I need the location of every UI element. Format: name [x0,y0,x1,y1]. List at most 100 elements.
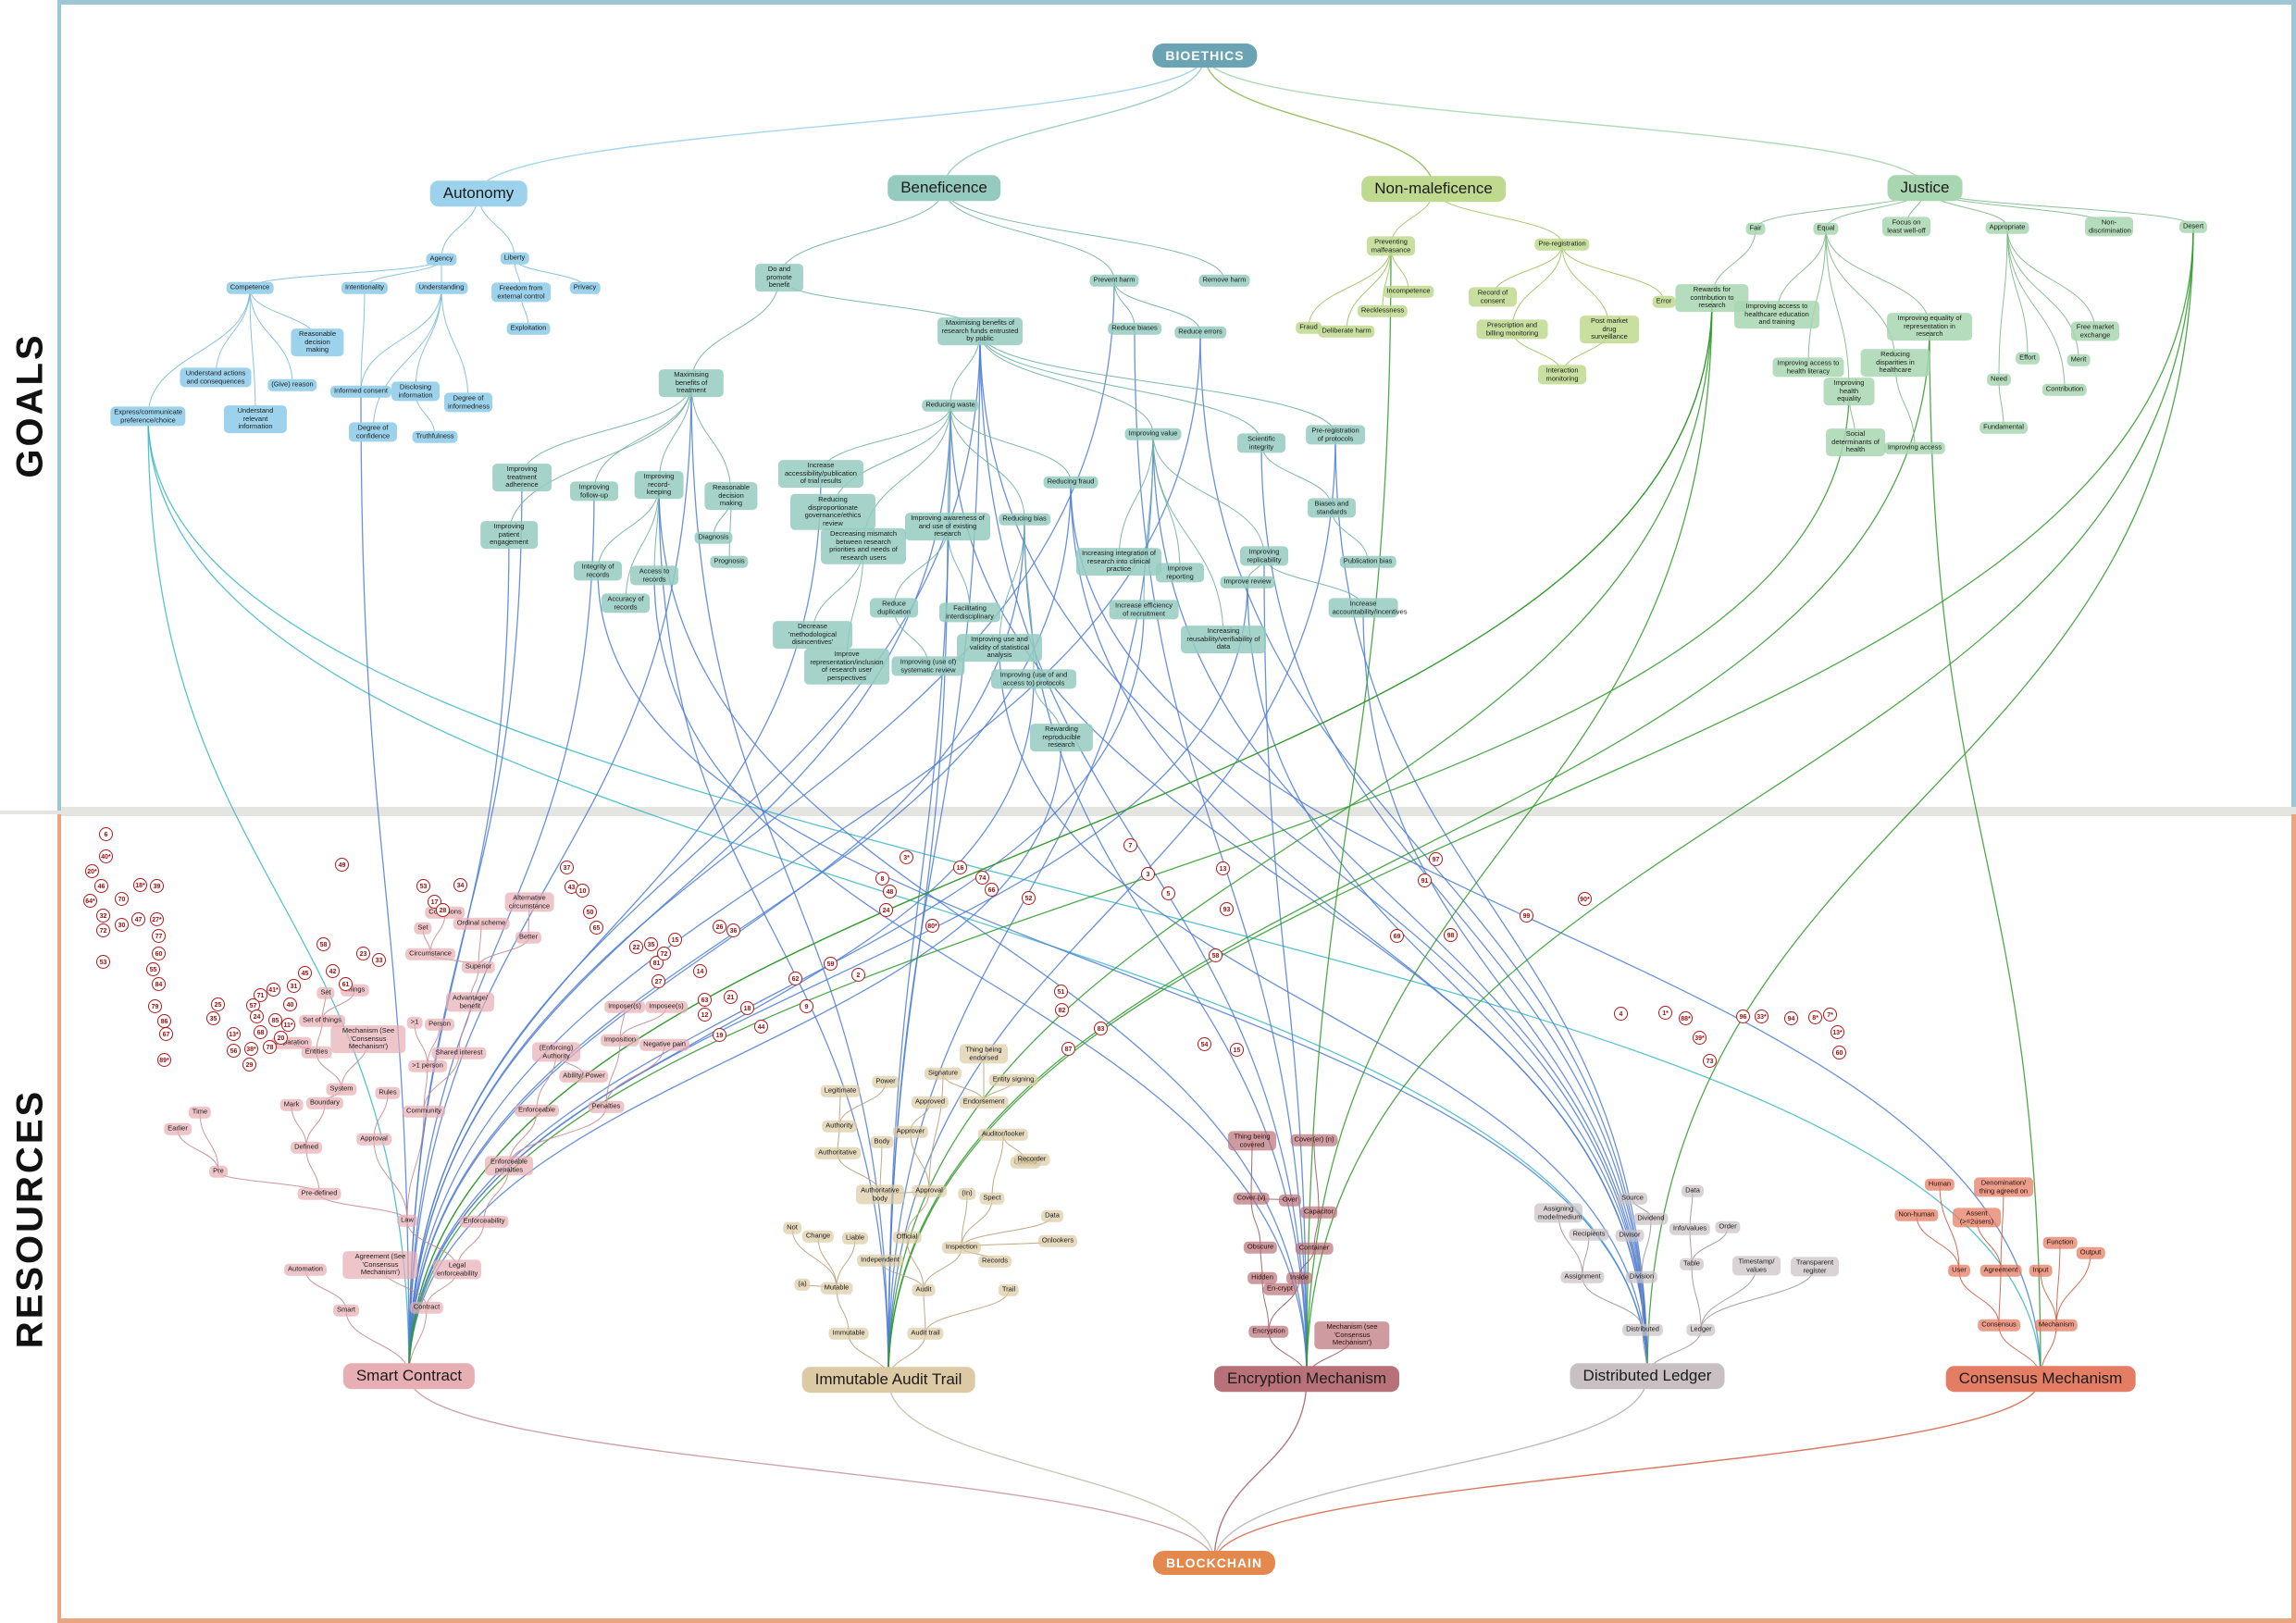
link-badge: 9 [800,999,813,1013]
link-badge: 3 [1141,867,1155,881]
node-sc-predefined: Pre-defined [297,1187,341,1200]
node-reducing-disparities: Reducing disparities in healthcare [1860,349,1930,377]
link-badge: 97 [1429,852,1443,866]
hierarchy-link [1118,433,1154,563]
hierarchy-link [1958,1270,2000,1326]
link-badge: 59 [824,957,838,971]
hierarchy-link [199,1111,219,1172]
hierarchy-link [1213,1378,1308,1564]
node-audit-trail: Immutable Audit Trail [801,1367,975,1393]
hierarchy-link [1268,1277,1300,1332]
link-badge: 60 [1832,1046,1846,1059]
link-badge: 65 [590,921,603,935]
link-badge: 22 [629,940,643,954]
node-desert: Desert [2178,220,2208,233]
node-pre-registration: Pre-registration [1534,238,1590,251]
node-diagnosis: Diagnosis [694,531,733,544]
node-improving-access-edu: Improving access to healthcare education… [1734,301,1819,328]
link-badge: 57 [246,998,260,1012]
node-preventing-malfeasance: Preventing malfeasance [1367,236,1415,256]
hierarchy-link [1582,1276,1644,1331]
hierarchy-link [373,1138,408,1221]
cross-link [1263,555,1308,1380]
link-badge: 89* [157,1053,171,1067]
cross-link [1070,481,1648,1377]
node-cm-consensus: Consensus [1978,1319,2020,1332]
hierarchy-link [1308,245,1392,328]
node-at-data: Data [1041,1209,1063,1222]
link-badge: 62 [788,972,802,985]
node-increase-efficiency: Increase efficiency of recruitment [1109,600,1179,620]
link-badge: 26 [713,920,726,934]
node-exploitation: Exploitation [506,322,551,335]
link-badge: 54 [1198,1037,1211,1051]
node-decrease-method: Decrease 'methodological disincentives' [773,621,852,649]
hierarchy-link [305,1146,320,1195]
node-sc-mark: Mark [279,1098,304,1111]
cross-link [887,297,1713,1381]
link-badge: 47 [131,912,145,926]
node-improving-systematic: Improving (use of) systematic review [891,656,965,676]
cross-link [1247,581,1648,1377]
link-badge: 49 [335,858,349,872]
node-improving-record: Improving record-keeping [634,471,684,499]
node-sc-defined: Defined [291,1141,322,1154]
cross-link [360,390,410,1377]
node-improving-stat: Improving use and validity of statistica… [957,634,1042,662]
node-sc-better: Better [515,931,542,944]
link-badge: 91 [1418,873,1432,887]
node-need: Need [1987,373,2011,386]
node-cm-human: Human [1924,1178,1955,1191]
link-badge: 46 [94,879,108,893]
link-badge: 73 [1703,1054,1717,1068]
node-dl-table: Table [1680,1258,1704,1270]
hierarchy-link [1641,1276,1644,1331]
node-at-records: Records [978,1255,1011,1268]
node-appropriate: Appropriate [1985,221,2029,234]
hierarchy-link [925,1289,1010,1334]
hierarchy-link [1204,55,1926,189]
hierarchy-link [961,1193,968,1248]
link-badge: 23 [356,947,370,960]
node-sc-automation: Automation [284,1263,327,1276]
link-badge: 56 [227,1044,241,1058]
node-competence: Competence [226,281,274,294]
node-sc-imposer: Imposer(s) [604,1000,645,1013]
node-at-trail: Trail [998,1283,1020,1296]
link-badge: 7 [1123,838,1137,852]
node-dl-assignment: Assignment [1560,1270,1605,1283]
hierarchy-link [1700,1266,1816,1331]
link-badge: 72 [96,923,110,937]
hierarchy-link [1998,227,2008,380]
node-smart-contract: Smart Contract [342,1363,476,1389]
hierarchy-link [521,382,692,478]
link-badge: 35 [644,937,658,951]
node-en-mechanism: Mechanism (see 'Consensus Mechanism') [1314,1321,1390,1349]
node-at-auth-body: Authoritative body [856,1184,904,1205]
node-sc-imposition: Imposition [600,1034,640,1047]
link-badge: 31 [287,979,301,993]
hierarchy-link [979,330,1336,436]
node-sc-boundary: Boundary [305,1096,344,1109]
node-at-immutable: Immutable [828,1327,869,1340]
node-sc-set-things: Set of things [299,1014,345,1027]
hierarchy-link [2006,227,2066,390]
node-en-hidden: Hidden [1247,1271,1277,1284]
hierarchy-link [1561,243,1665,303]
node-effort: Effort [2016,352,2040,365]
hierarchy-link [1916,1214,1960,1271]
cross-link [887,526,949,1381]
link-badge: 87 [1061,1042,1075,1056]
node-pre-reg-protocols: Pre-registration of protocols [1306,425,1365,445]
link-badge: 2 [851,968,865,982]
cross-link [1152,433,1648,1377]
link-badge: 63 [698,993,712,1007]
hierarchy-link [943,187,1115,281]
cross-link [887,326,1930,1381]
hierarchy-link [605,1039,621,1108]
cross-link [147,415,410,1377]
node-sc-approval: Approval [356,1133,391,1146]
node-at-inspection: Inspection [941,1241,982,1254]
hierarchy-link [778,187,945,279]
